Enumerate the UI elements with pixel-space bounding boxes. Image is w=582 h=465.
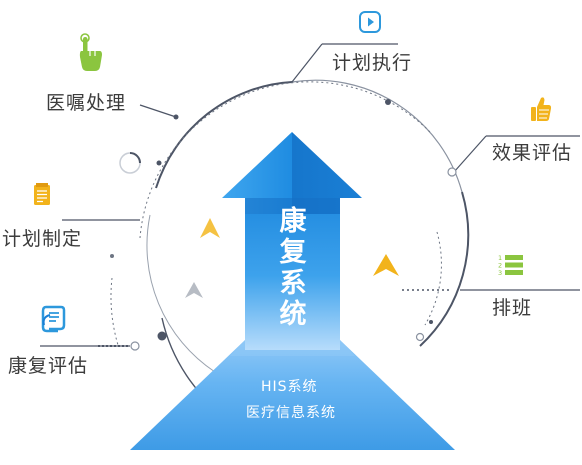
play-icon: [359, 11, 381, 33]
center-title-char: 复: [279, 237, 307, 268]
svg-text:2: 2: [498, 262, 502, 270]
label-plan-making: 计划制定: [2, 228, 83, 250]
chevron-gold-left: [200, 218, 220, 238]
chevron-decorations: [185, 218, 399, 298]
label-effect-evaluation: 效果评估: [492, 142, 573, 164]
hand-pointer-icon: [79, 33, 102, 71]
center-title-char: 康: [279, 206, 307, 237]
leader-lines: [40, 43, 580, 347]
center-title-char: 统: [279, 299, 307, 330]
svg-text:1: 1: [498, 254, 502, 262]
label-rehab-evaluation: 康复评估: [8, 355, 89, 377]
chevron-grey: [185, 282, 203, 298]
his-system-label: HIS系统: [261, 379, 318, 395]
thumbs-up-icon: [531, 97, 552, 121]
label-medical-order: 医嘱处理: [46, 92, 127, 114]
arrow-head: [222, 132, 362, 214]
label-plan-execution: 计划执行: [332, 52, 413, 74]
label-scheduling: 排班: [492, 297, 533, 319]
center-title-char: 系: [279, 268, 307, 299]
center-title: 康 复 系 统: [273, 206, 313, 330]
gauge-ring: [119, 152, 141, 174]
outer-arc-right: [419, 191, 470, 347]
inner-arc-right: [424, 231, 442, 326]
notepad-icon: [34, 183, 50, 205]
left-dotted-arc: [110, 277, 119, 346]
chevron-gold-right: [373, 254, 399, 276]
list-icon: 1 2 3: [498, 254, 523, 276]
outer-arc-left: [146, 214, 216, 373]
scroll-icon: [41, 305, 66, 333]
svg-text:3: 3: [498, 269, 502, 276]
outer-arc-top: [291, 79, 463, 193]
ring-nodes: [110, 99, 457, 351]
system-base: [130, 340, 455, 450]
medical-info-system-label: 医疗信息系统: [246, 405, 336, 421]
outer-arc-top-left: [155, 81, 293, 189]
